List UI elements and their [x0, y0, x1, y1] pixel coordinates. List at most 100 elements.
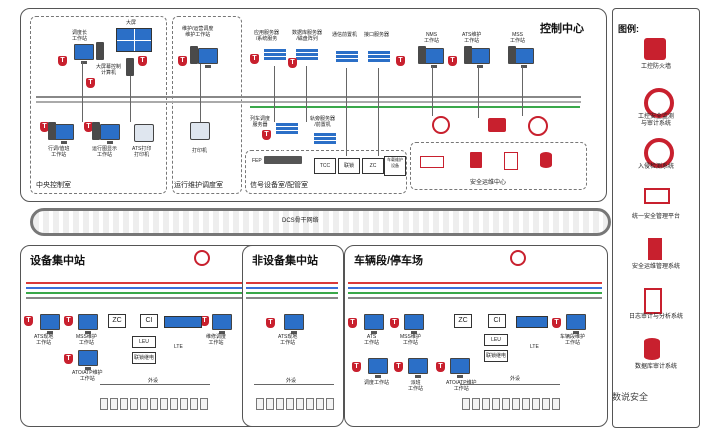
label-fep: FEP: [252, 158, 262, 164]
firewall-icon: [644, 38, 666, 60]
db-audit-icon: [540, 152, 552, 168]
comm-server-rack: [336, 50, 358, 66]
legend-title: 图例:: [618, 24, 639, 34]
legend-item-label: 工控安全监测 与审计系统: [637, 114, 674, 127]
st3-mss-monitor: [404, 314, 424, 334]
st1-ato-monitor: [78, 350, 98, 370]
cc-link: [478, 66, 479, 118]
ats-maint-monitor: [470, 48, 490, 68]
field-device-icon: [140, 398, 148, 410]
legend-item-label: 入侵检测系统: [637, 164, 674, 170]
field-device-icon: [190, 398, 198, 410]
label-nms-ws: NMS 工作站: [424, 32, 440, 44]
st1-maint-monitor: [212, 314, 232, 334]
legend-item-label: 统一安全管理平台: [631, 214, 680, 220]
st1-ci-box: CI: [140, 314, 158, 328]
firewall-icon: [488, 118, 506, 132]
cc-bus-green: [250, 106, 580, 108]
label-mss-ws: MSS 工作站: [510, 32, 526, 44]
cc-link: [82, 62, 83, 122]
ops-room: [172, 16, 242, 194]
st1-relay-box: 联锁继电: [132, 352, 156, 364]
st1-field-bus: [100, 384, 210, 385]
cc-link: [522, 66, 523, 116]
big-screen: [116, 28, 152, 52]
field-device-icon: [472, 398, 480, 410]
st3-bus-red: [348, 282, 602, 284]
ats-maint-tower: [464, 46, 472, 64]
cc-link: [274, 66, 275, 122]
firewall-icon: T: [86, 78, 95, 88]
st2-ws-ats: ATS现地 工作站: [278, 334, 298, 346]
firewall-icon: T: [394, 362, 403, 372]
tcc-box: TCC: [314, 158, 336, 174]
field-device-icon: [256, 398, 264, 410]
label-maint-ws: 维护/运营调度 维护工作站: [182, 26, 214, 38]
log-audit-icon: [504, 152, 518, 170]
db-server-rack: [296, 48, 318, 64]
firewall-icon: T: [58, 56, 67, 66]
maint-ws-tower: [190, 46, 198, 64]
ids-icon: [644, 138, 674, 168]
label-ops-ws: 行调/值班 工作站: [48, 146, 70, 158]
train-dispatch-rack: [276, 122, 298, 138]
st2-bus-blue: [246, 287, 338, 289]
signal-room: [245, 150, 407, 194]
st3-depot-monitor: [566, 314, 586, 334]
firewall-icon: T: [64, 316, 73, 326]
st3-ws-mss: MSS维护 工作站: [400, 334, 421, 346]
cc-link: [306, 66, 307, 122]
track-server-rack: [314, 132, 336, 148]
cc-link: [346, 68, 347, 156]
firewall-icon: T: [178, 56, 187, 66]
station-depot: [344, 245, 608, 427]
logaudit-icon: [644, 288, 662, 314]
label-train-dispatch: 列车调度 服务器: [250, 116, 271, 128]
field-device-icon: [462, 398, 470, 410]
audit-icon: [644, 88, 674, 118]
label-dispatch-ws: 调度长 工作站: [72, 30, 88, 42]
nms-monitor: [424, 48, 444, 68]
label-app-server: 应用服务器 /系统服务: [254, 30, 280, 42]
field-device-icon: [266, 398, 274, 410]
legend-item-label: 工控防火墙: [640, 64, 671, 70]
label-track-server: 轨旁服务器 /前置机: [310, 116, 336, 128]
st3-ci-box: CI: [488, 314, 506, 328]
firewall-icon: T: [250, 54, 259, 64]
label-ats-maint-ws: ATS维护 工作站: [462, 32, 482, 44]
st3-lte-device: [516, 316, 548, 328]
st3-relay-box: 联锁继电: [484, 350, 508, 362]
label-lte: LTE: [282, 150, 293, 156]
st3-field-label: 外设: [510, 376, 521, 382]
ids-icon: [432, 116, 450, 134]
label-printer: 打印机: [192, 148, 208, 154]
field-device-icon: [512, 398, 520, 410]
audit-sensor-icon: [528, 116, 548, 136]
backbone-label: DCS骨干网络: [282, 218, 319, 224]
st2-bus-gray: [246, 297, 338, 299]
app-server-rack: [264, 48, 286, 64]
station-non-concentrated: [242, 245, 344, 427]
firewall-icon: T: [448, 56, 457, 66]
field-device-icon: [542, 398, 550, 410]
st1-ws-ato: ATO/ATP维护 工作站: [72, 370, 103, 382]
field-device-icon: [482, 398, 490, 410]
field-device-icon: [552, 398, 560, 410]
dispatch-ws-tower: [96, 42, 104, 60]
st3-roster-monitor: [408, 358, 428, 378]
field-device-icon: [180, 398, 188, 410]
st2-field-label: 外设: [286, 378, 297, 384]
central-control-room: [30, 16, 167, 194]
mss-tower: [508, 46, 516, 64]
label-op-display-ws: 运行图显示 工作站: [92, 146, 118, 158]
firewall-icon: T: [348, 318, 357, 328]
field-device-icon: [276, 398, 284, 410]
st3-ws-roster: 派班 工作站: [408, 380, 424, 392]
cc-link: [130, 76, 131, 122]
cc-link: [200, 64, 201, 122]
dispatch-ws-monitor: [74, 44, 94, 64]
big-screen-ctrl-tower: [126, 58, 134, 76]
legend-item-label: 数据库审计系统: [634, 364, 677, 370]
label-comm-server: 通信前置机: [332, 32, 358, 38]
field-device-icon: [502, 398, 510, 410]
